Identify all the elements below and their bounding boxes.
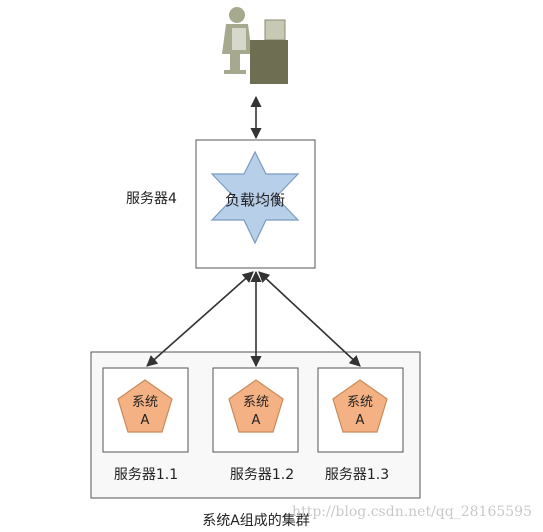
cluster-caption: 系统A组成的集群	[202, 512, 310, 529]
system-a-pentagon-icon	[117, 379, 173, 433]
load-balancer-star-icon	[210, 150, 300, 245]
server-label-1-3: 服务器1.3	[325, 467, 389, 483]
load-balancer-label: 负载均衡	[225, 191, 285, 209]
server-label-1-1: 服务器1.1	[114, 467, 178, 483]
watermark: http://blog.csdn.net/qq_28165595	[292, 504, 532, 520]
load-balancer-server-label: 服务器4	[126, 191, 177, 207]
system-label-line1: 系统	[132, 395, 158, 410]
system-label-line2: A	[252, 413, 261, 428]
server-label-1-2: 服务器1.2	[230, 467, 294, 483]
load-balancer-to-server-1-1-arrow	[146, 271, 254, 367]
system-label-line2: A	[141, 413, 150, 428]
system-label-line2: A	[356, 413, 365, 428]
system-label-line1: 系统	[347, 395, 373, 410]
load-balancer-to-server-1-3-arrow	[258, 271, 361, 367]
system-a-pentagon-icon	[332, 379, 388, 433]
system-a-pentagon-icon	[228, 379, 284, 433]
user-at-computer-icon	[222, 7, 288, 84]
system-label-line1: 系统	[243, 395, 269, 410]
